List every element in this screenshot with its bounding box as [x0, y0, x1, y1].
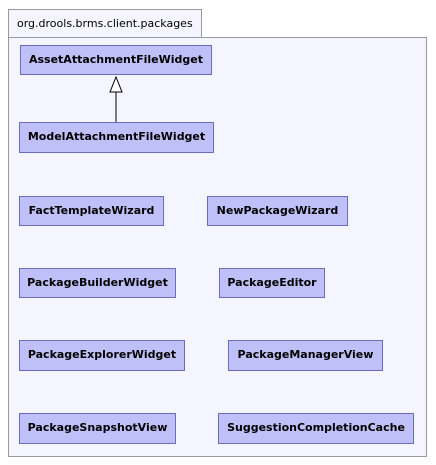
class-suggestion-completion-cache[interactable]: SuggestionCompletionCache: [218, 413, 414, 444]
class-name: PackageEditor: [227, 276, 317, 289]
package-name: org.drools.brms.client.packages: [17, 17, 193, 30]
class-name: ModelAttachmentFileWidget: [27, 130, 206, 143]
class-package-snapshot-view[interactable]: PackageSnapshotView: [19, 413, 176, 444]
class-name: PackageSnapshotView: [27, 421, 168, 434]
class-name: PackageExplorerWidget: [27, 348, 177, 361]
class-name: SuggestionCompletionCache: [227, 421, 405, 434]
class-package-builder-widget[interactable]: PackageBuilderWidget: [19, 268, 176, 298]
class-fact-template-wizard[interactable]: FactTemplateWizard: [19, 196, 164, 226]
class-name: FactTemplateWizard: [28, 204, 155, 217]
class-package-manager-view[interactable]: PackageManagerView: [228, 340, 383, 371]
inheritance-arrowhead-icon: [109, 75, 123, 93]
package-tab: org.drools.brms.client.packages: [8, 9, 202, 37]
package-frame: [8, 37, 427, 457]
class-asset-attachment-file-widget[interactable]: AssetAttachmentFileWidget: [20, 45, 212, 75]
class-name: AssetAttachmentFileWidget: [28, 53, 204, 66]
class-package-explorer-widget[interactable]: PackageExplorerWidget: [19, 340, 185, 371]
class-model-attachment-file-widget[interactable]: ModelAttachmentFileWidget: [19, 122, 214, 153]
class-name: PackageBuilderWidget: [27, 276, 168, 289]
class-package-editor[interactable]: PackageEditor: [219, 268, 325, 298]
class-new-package-wizard[interactable]: NewPackageWizard: [207, 196, 348, 226]
class-name: NewPackageWizard: [216, 204, 339, 217]
class-name: PackageManagerView: [237, 348, 374, 361]
